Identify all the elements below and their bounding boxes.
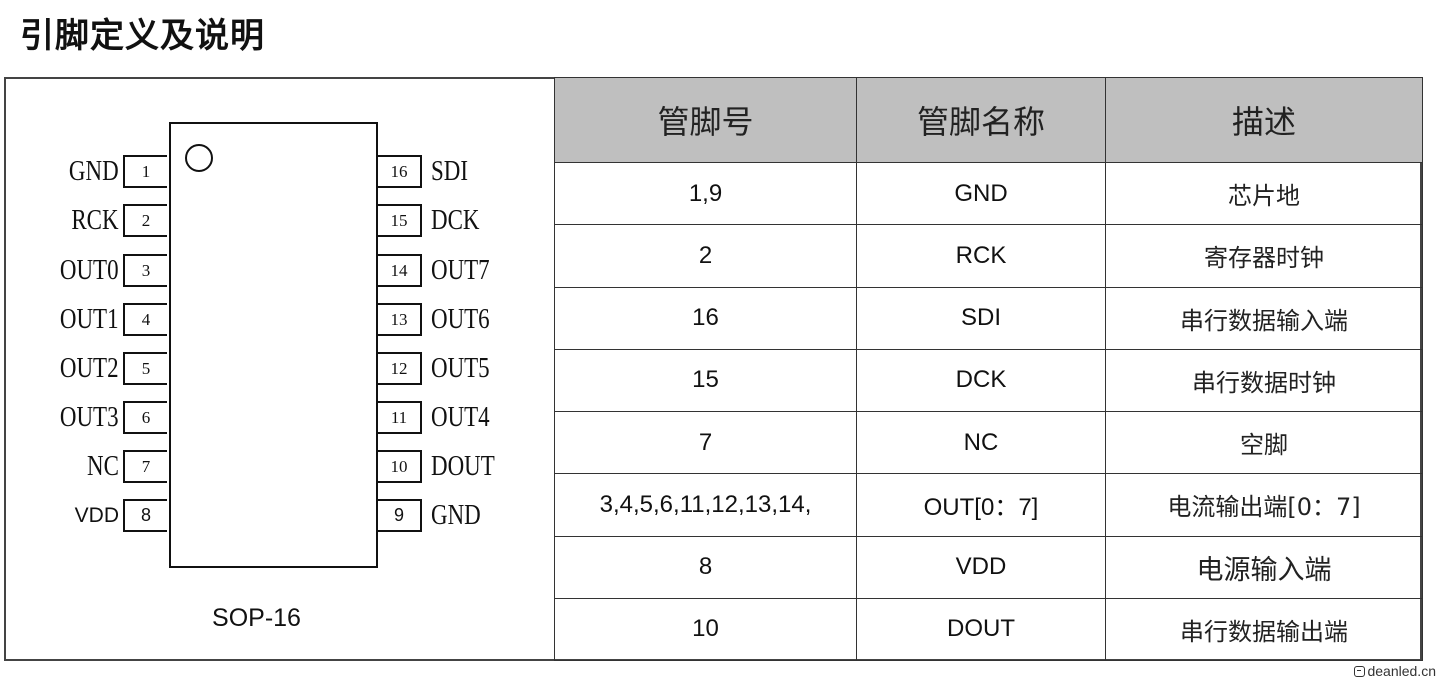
pin-14-label: OUT7 [431, 254, 490, 286]
table-row: 1,9 GND 芯片地 [554, 161, 1423, 226]
cell-pin: 3,4,5,6,11,12,13,14, [554, 473, 857, 537]
watermark: deanled.cn [1350, 662, 1438, 680]
table-row: 7 NC 空脚 [554, 410, 1423, 475]
pin-14-box: 14 [378, 254, 422, 287]
pin-13-label: OUT6 [431, 303, 490, 335]
cell-pin: 7 [554, 410, 857, 475]
pin-8-label: VDD [74, 503, 119, 527]
cell-pin: 8 [554, 535, 857, 599]
cell-desc: 串行数据输出端 [1105, 597, 1423, 662]
header-description: 描述 [1105, 77, 1423, 163]
pin-description-table: 管脚号 管脚名称 描述 1,9 GND 芯片地 2 RCK 寄存器时钟 16 S… [554, 77, 1423, 662]
table-row: 2 RCK 寄存器时钟 [554, 224, 1423, 288]
cell-desc: 寄存器时钟 [1105, 224, 1423, 288]
pin-1-box: 1 [123, 155, 167, 188]
pin-12-label: OUT5 [431, 352, 490, 384]
pin-10-box: 10 [378, 450, 422, 483]
cell-pin: 1,9 [554, 161, 857, 226]
cell-desc: 电源输入端 [1105, 535, 1423, 599]
pin-13-box: 13 [378, 303, 422, 336]
pin-4-box: 4 [123, 303, 167, 336]
pin-4-label: OUT1 [60, 303, 119, 335]
cell-pin: 2 [554, 224, 857, 288]
cell-desc: 芯片地 [1105, 161, 1423, 226]
cell-name: OUT[0：7] [856, 473, 1106, 537]
header-pin-number: 管脚号 [554, 77, 857, 163]
pin-2-label: RCK [71, 204, 119, 236]
site-logo-icon [1354, 665, 1366, 677]
pin-16-label: SDI [431, 155, 469, 187]
pin-7-box: 7 [123, 450, 167, 483]
ic-pinout-diagram: 1 GND 2 RCK 3 OUT0 4 OUT1 5 OUT2 6 OUT3 … [4, 77, 555, 661]
table-row: 10 DOUT 串行数据输出端 [554, 597, 1423, 662]
pin-2-box: 2 [123, 204, 167, 237]
cell-name: DCK [856, 348, 1106, 413]
pin-3-label: OUT0 [60, 254, 119, 286]
cell-desc: 空脚 [1105, 410, 1423, 475]
watermark-text: deanled.cn [1367, 663, 1436, 679]
table-header-row: 管脚号 管脚名称 描述 [554, 77, 1423, 163]
cell-name: RCK [856, 224, 1106, 288]
cell-name: SDI [856, 286, 1106, 350]
pin-10-label: DOUT [431, 450, 495, 482]
page-title: 引脚定义及说明 [20, 16, 265, 56]
pin1-marker-icon [185, 144, 213, 172]
table-row: 8 VDD 电源输入端 [554, 535, 1423, 599]
cell-desc: 串行数据输入端 [1105, 286, 1423, 350]
cell-name: VDD [856, 535, 1106, 599]
pin-7-label: NC [87, 450, 119, 482]
pin-11-box: 11 [378, 401, 422, 434]
pin-15-box: 15 [378, 204, 422, 237]
pin-3-box: 3 [123, 254, 167, 287]
cell-name: NC [856, 410, 1106, 475]
pin-9-label: GND [431, 499, 481, 531]
cell-pin: 15 [554, 348, 857, 413]
cell-pin: 10 [554, 597, 857, 662]
pin-12-box: 12 [378, 352, 422, 385]
pin-6-box: 6 [123, 401, 167, 434]
cell-name: DOUT [856, 597, 1106, 662]
cell-desc: 电流输出端[0：7] [1105, 473, 1423, 537]
pin-11-label: OUT4 [431, 401, 490, 433]
cell-name: GND [856, 161, 1106, 226]
pin-1-label: GND [69, 155, 119, 187]
pin-15-label: DCK [431, 204, 480, 236]
chip-body [169, 122, 378, 568]
table-row: 16 SDI 串行数据输入端 [554, 286, 1423, 350]
pin-9-box: 9 [378, 499, 422, 532]
cell-pin: 16 [554, 286, 857, 350]
pin-8-box: 8 [123, 499, 167, 532]
pin-16-box: 16 [378, 155, 422, 188]
table-row: 15 DCK 串行数据时钟 [554, 348, 1423, 413]
table-row: 3,4,5,6,11,12,13,14, OUT[0：7] 电流输出端[0：7] [554, 473, 1423, 537]
pin-5-box: 5 [123, 352, 167, 385]
header-pin-name: 管脚名称 [856, 77, 1106, 163]
package-label: SOP-16 [212, 604, 301, 632]
pin-5-label: OUT2 [60, 352, 119, 384]
pin-6-label: OUT3 [60, 401, 119, 433]
cell-desc: 串行数据时钟 [1105, 348, 1423, 413]
